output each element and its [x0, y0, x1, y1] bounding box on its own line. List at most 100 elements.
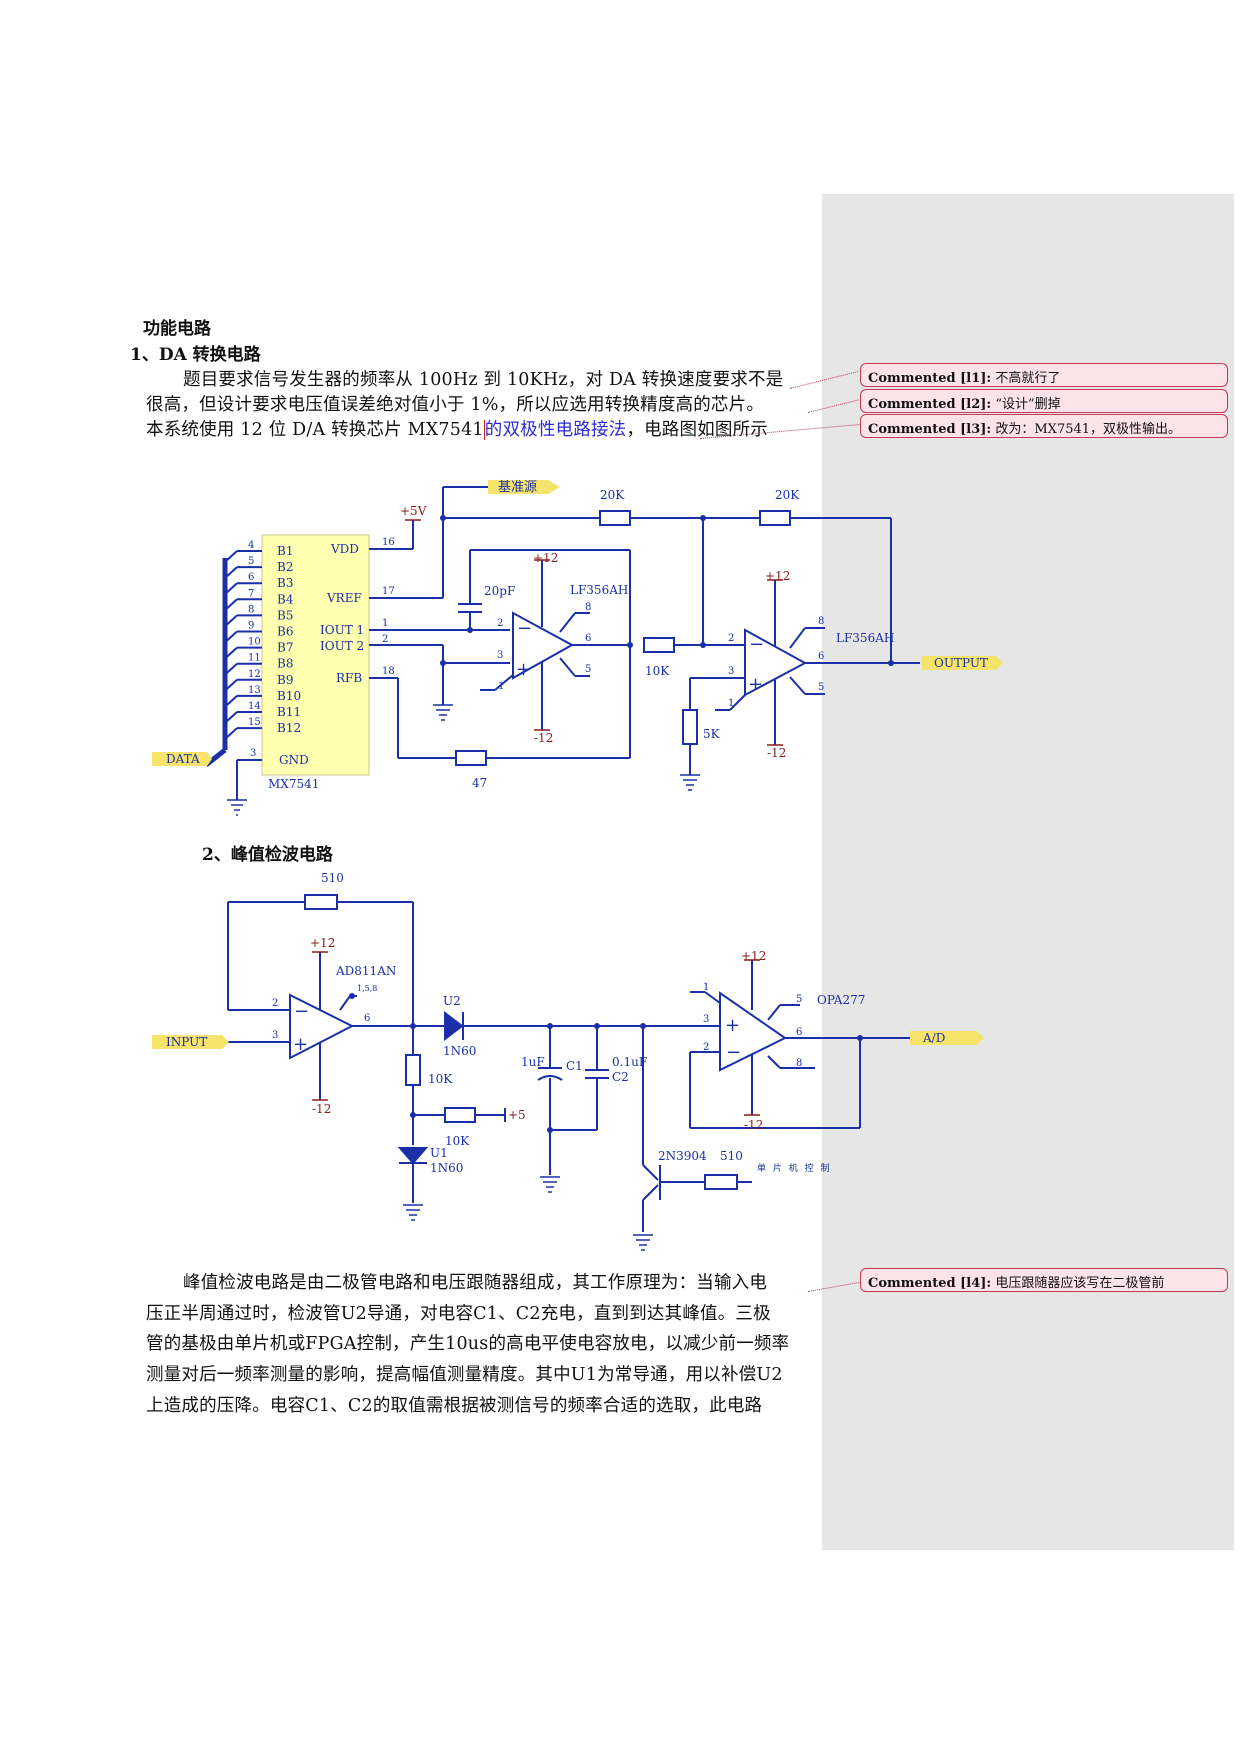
comment-2-label: Commented [l2]:	[868, 397, 992, 412]
svg-text:1: 1	[703, 982, 709, 993]
pin-label-B4: B4	[277, 592, 294, 606]
bus-tap-B12	[225, 727, 238, 739]
svg-text:5: 5	[818, 682, 824, 693]
minus12-a-label: -12	[534, 731, 553, 745]
comment-4-text: 电压跟随器应该写在二极管前	[995, 1276, 1165, 1291]
comment-4-label: Commented [l4]:	[868, 1276, 992, 1291]
c2-u2-part: 1N60	[443, 1044, 476, 1058]
svg-text:+: +	[748, 674, 763, 695]
c2-c2: C2	[612, 1070, 629, 1084]
cap-label: 20pF	[484, 584, 515, 598]
bus-tap-B7	[225, 646, 238, 659]
plus12-a-label: +12	[533, 551, 558, 565]
r20k-a-label: 20K	[600, 488, 625, 502]
svg-text:5: 5	[585, 664, 591, 675]
para1-line2: 很高，但设计要求电压值误差绝对值小于 1%，所以应选用转换精度高的芯片。	[146, 395, 765, 415]
pin-num-7: 7	[248, 588, 254, 599]
c2-r10k-a: 10K	[428, 1072, 453, 1086]
pin-num-5: 5	[248, 556, 254, 567]
para1-line3-a: 本系统使用 12 位 D/A 转换芯片 MX7541	[146, 420, 484, 440]
svg-text:−: −	[749, 634, 764, 655]
bus-tap-B6	[225, 630, 238, 643]
para2-line4: 测量对后一频率测量的影响，提高幅值测量精度。其中U1为常导通，用以补偿U2	[146, 1365, 783, 1385]
para1-line3-c: ，电路图如图所示	[626, 420, 768, 440]
pin-num-6: 6	[248, 572, 254, 583]
c2-plus5: +5	[508, 1108, 526, 1122]
svg-text:6: 6	[818, 651, 824, 662]
vdd-label: VDD	[330, 542, 359, 556]
gnd-pin-label: GND	[279, 753, 309, 767]
bus-tap-B3	[225, 582, 238, 594]
c2-input: INPUT	[166, 1035, 207, 1049]
pin17-label: 17	[382, 586, 395, 597]
comment-3[interactable]: Commented [l3]: 改为：MX7541，双极性输出。	[860, 414, 1228, 438]
svg-text:8: 8	[796, 1058, 802, 1069]
c2-r510-b: 510	[720, 1149, 743, 1163]
comment-4[interactable]: Commented [l4]: 电压跟随器应该写在二极管前	[860, 1268, 1228, 1292]
da-heading: 1、DA 转换电路	[130, 345, 261, 365]
pin-label-B2: B2	[277, 560, 293, 574]
v5-label: +5V	[400, 504, 427, 518]
svg-text:8: 8	[585, 602, 591, 613]
pin-num-12: 12	[248, 669, 261, 680]
bus-tap-B9	[225, 679, 238, 691]
comment-1[interactable]: Commented [l1]: 不高就行了	[860, 363, 1228, 387]
c2-ad: A/D	[922, 1031, 945, 1045]
pin1-label: 1	[382, 618, 388, 629]
pin-num-14: 14	[248, 701, 261, 712]
pin18-label: 18	[382, 666, 395, 677]
section-title: 功能电路	[143, 319, 211, 339]
comment-2[interactable]: Commented [l2]: “设计”删掉	[860, 389, 1228, 413]
pin-label-B3: B3	[277, 576, 293, 590]
pin-num-10: 10	[248, 637, 261, 648]
r47-label: 47	[472, 776, 487, 790]
plus12-b-label: +12	[765, 569, 790, 583]
c2-plus12-b: +12	[741, 949, 766, 963]
svg-text:2: 2	[728, 633, 734, 644]
vref-label: VREF	[326, 591, 362, 605]
c2-minus12-b: -12	[744, 1118, 763, 1132]
c2-u1-part: 1N60	[430, 1161, 463, 1175]
iout1-label: IOUT 1	[320, 623, 364, 637]
pin-label-B12: B12	[277, 721, 301, 735]
svg-text:+: +	[516, 659, 531, 680]
pin-label-B11: B11	[277, 705, 301, 719]
output-label: OUTPUT	[934, 656, 988, 670]
comment-3-label: Commented [l3]:	[868, 422, 992, 437]
svg-text:−: −	[517, 618, 532, 639]
comment-2-text: “设计”删掉	[995, 397, 1061, 412]
c2-r10k-b: 10K	[445, 1134, 470, 1148]
comment-1-label: Commented [l1]:	[868, 371, 992, 386]
r10k-label: 10K	[645, 664, 670, 678]
pin-num-11: 11	[248, 653, 261, 664]
svg-text:2: 2	[272, 998, 278, 1009]
svg-text:+: +	[293, 1034, 308, 1055]
svg-text:3: 3	[272, 1030, 278, 1041]
c2-c1: C1	[566, 1059, 583, 1073]
pin-label-B1: B1	[277, 544, 293, 558]
rfb-label: RFB	[336, 671, 362, 685]
c2-c1-val: 1uF	[521, 1055, 545, 1069]
para2-line5: 上造成的压降。电容C1、C2的取值需根据被测信号的频率合适的选取，此电路	[146, 1396, 763, 1416]
pin-label-B7: B7	[277, 641, 293, 655]
c2-u2: U2	[443, 994, 461, 1008]
pin-label-B6: B6	[277, 625, 293, 639]
bus-tap-B1	[225, 550, 238, 562]
pin-label-B8: B8	[277, 657, 293, 671]
pin-num-15: 15	[248, 717, 261, 728]
comment-1-text: 不高就行了	[995, 371, 1061, 386]
pin-num-8: 8	[248, 604, 254, 615]
svg-text:8: 8	[818, 616, 824, 627]
svg-text:3: 3	[703, 1014, 709, 1025]
svg-text:6: 6	[364, 1013, 370, 1024]
r20k-b-label: 20K	[775, 488, 800, 502]
c2-u1: U1	[430, 1146, 448, 1160]
bus-tap-B4	[225, 598, 238, 611]
svg-text:2: 2	[703, 1042, 709, 1053]
bus-tap-B8	[225, 662, 238, 675]
svg-text:1: 1	[498, 681, 504, 692]
bus-tap-B11	[225, 711, 238, 723]
pin-num-13: 13	[248, 685, 261, 696]
